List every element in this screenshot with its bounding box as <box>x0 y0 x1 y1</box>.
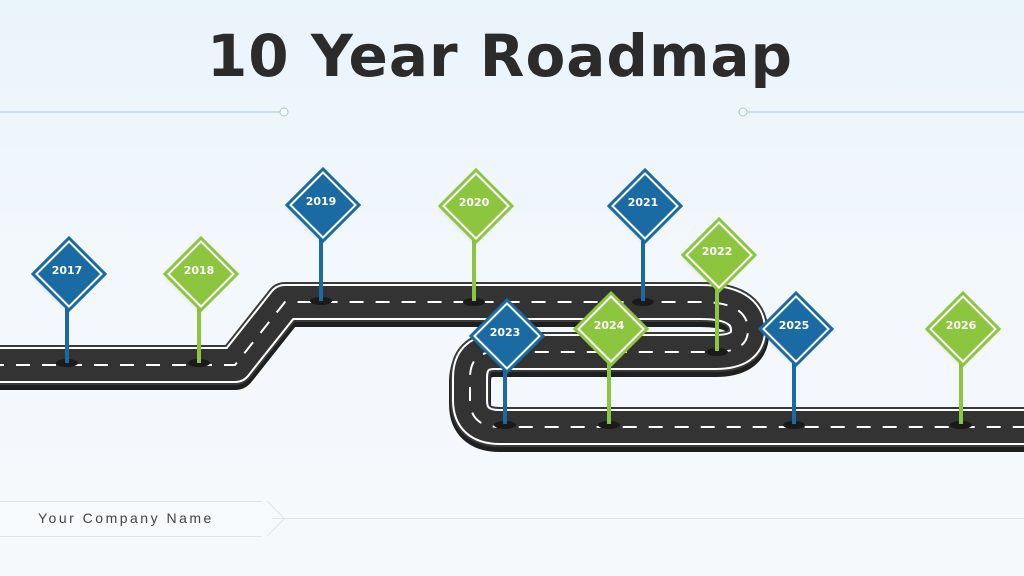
milestone-year: 2020 <box>458 196 490 209</box>
milestone-year: 2022 <box>701 245 733 258</box>
page-title: 10 Year Roadmap <box>206 22 794 90</box>
milestone-year: 2026 <box>945 319 977 332</box>
company-name-banner: Your Company Name <box>0 501 262 537</box>
milestone-year: 2018 <box>183 264 215 277</box>
milestone-year: 2019 <box>305 195 337 208</box>
company-name: Your Company Name <box>38 510 214 526</box>
milestone-year: 2017 <box>51 264 83 277</box>
milestone-year: 2021 <box>627 196 659 209</box>
milestone-year: 2025 <box>778 319 810 332</box>
milestone-year: 2023 <box>489 326 521 339</box>
divider-dot-right <box>738 107 748 117</box>
divider-dot-left <box>279 107 289 117</box>
milestone-year: 2024 <box>593 319 625 332</box>
footer-line <box>272 518 1024 519</box>
